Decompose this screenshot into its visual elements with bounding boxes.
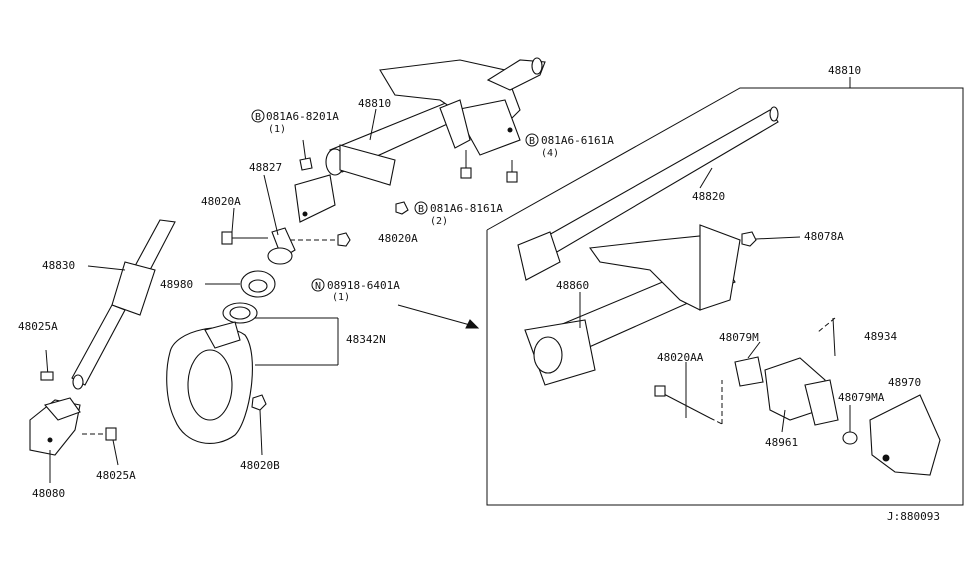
bolt-48020A-left[interactable] xyxy=(221,231,268,245)
column-tube-48860[interactable] xyxy=(524,224,741,386)
label-48078A: 48078A xyxy=(804,230,844,243)
label-48020A-mid: 48020A xyxy=(378,232,418,245)
column-boot-cover[interactable] xyxy=(166,321,253,444)
label-48961: 48961 xyxy=(765,436,798,449)
bolt-48025A-lower[interactable] xyxy=(82,427,117,441)
callout-081A6-8161A: B 081A6-8161A (2) xyxy=(414,201,503,227)
cover-48970[interactable] xyxy=(869,394,941,476)
leader-lines xyxy=(49,108,851,483)
label-48020AA: 48020AA xyxy=(657,351,704,364)
callout-code-b2: 081A6-6161A xyxy=(541,134,614,147)
callout-qty-n1: (1) xyxy=(332,292,350,303)
callout-08918-6401A: N 08918-6401A (1) xyxy=(311,278,400,303)
label-48820: 48820 xyxy=(692,190,725,203)
callout-code-b1: 081A6-8201A xyxy=(266,110,339,123)
label-48020B: 48020B xyxy=(240,459,280,472)
label-48020A-left: 48020A xyxy=(201,195,241,208)
nut-08918-6401A[interactable] xyxy=(290,232,351,247)
label-48079MA: 48079MA xyxy=(838,391,885,404)
label-48025A-bottom: 48025A xyxy=(96,469,136,482)
label-48810-box: 48810 xyxy=(828,64,861,77)
nut-48020B[interactable] xyxy=(251,394,267,411)
bolt-081A6-6161A[interactable] xyxy=(460,150,518,183)
detail-arrow xyxy=(397,304,480,329)
bolt-081A6-8201A[interactable] xyxy=(299,139,313,171)
nut-48078A[interactable] xyxy=(741,231,801,247)
bracket-48079M[interactable] xyxy=(734,356,764,387)
callout-081A6-6161A: B 081A6-6161A (4) xyxy=(525,133,614,159)
callout-symbol-b3: B xyxy=(418,204,424,215)
diagram-id-code: J:880093 xyxy=(887,510,940,523)
label-48810-top: 48810 xyxy=(358,97,391,110)
washer-48079MA[interactable] xyxy=(842,431,858,445)
callout-symbol-b1: B xyxy=(255,112,261,123)
label-48342N: 48342N xyxy=(346,333,386,346)
bolt-48025A-upper[interactable] xyxy=(40,349,54,381)
clamp-48342N[interactable] xyxy=(222,302,258,324)
label-48970: 48970 xyxy=(888,376,921,389)
label-48934: 48934 xyxy=(864,330,897,343)
label-48079M: 48079M xyxy=(719,331,759,344)
nut-48020A-mid[interactable] xyxy=(395,201,409,215)
callout-qty-b3: (2) xyxy=(430,216,448,227)
callout-081A6-8201A: B 081A6-8201A (1) xyxy=(251,109,339,135)
label-48080: 48080 xyxy=(32,487,65,500)
label-48025A-top: 48025A xyxy=(18,320,58,333)
stud-48934[interactable] xyxy=(817,317,836,357)
callout-qty-b1: (1) xyxy=(268,124,286,135)
label-48830: 48830 xyxy=(42,259,75,272)
callout-qty-b2: (4) xyxy=(541,148,559,159)
bracket-48827[interactable] xyxy=(267,227,296,265)
detail-frame xyxy=(486,87,964,506)
seal-48980[interactable] xyxy=(240,270,276,298)
universal-joint-48080[interactable] xyxy=(29,397,81,456)
callout-symbol-b2: B xyxy=(529,136,535,147)
column-assembly-48810[interactable] xyxy=(294,57,546,223)
label-48827: 48827 xyxy=(249,161,282,174)
label-48980: 48980 xyxy=(160,278,193,291)
callout-code-n1: 08918-6401A xyxy=(327,279,400,292)
intermediate-shaft-48830[interactable] xyxy=(71,219,176,390)
callout-code-b3: 081A6-8161A xyxy=(430,202,503,215)
callout-symbol-n1: N xyxy=(315,281,321,292)
mount-bracket-48961[interactable] xyxy=(764,357,839,426)
label-48860: 48860 xyxy=(556,279,589,292)
steering-shaft-48820[interactable] xyxy=(517,106,779,281)
bolt-48020AA[interactable] xyxy=(654,380,723,425)
